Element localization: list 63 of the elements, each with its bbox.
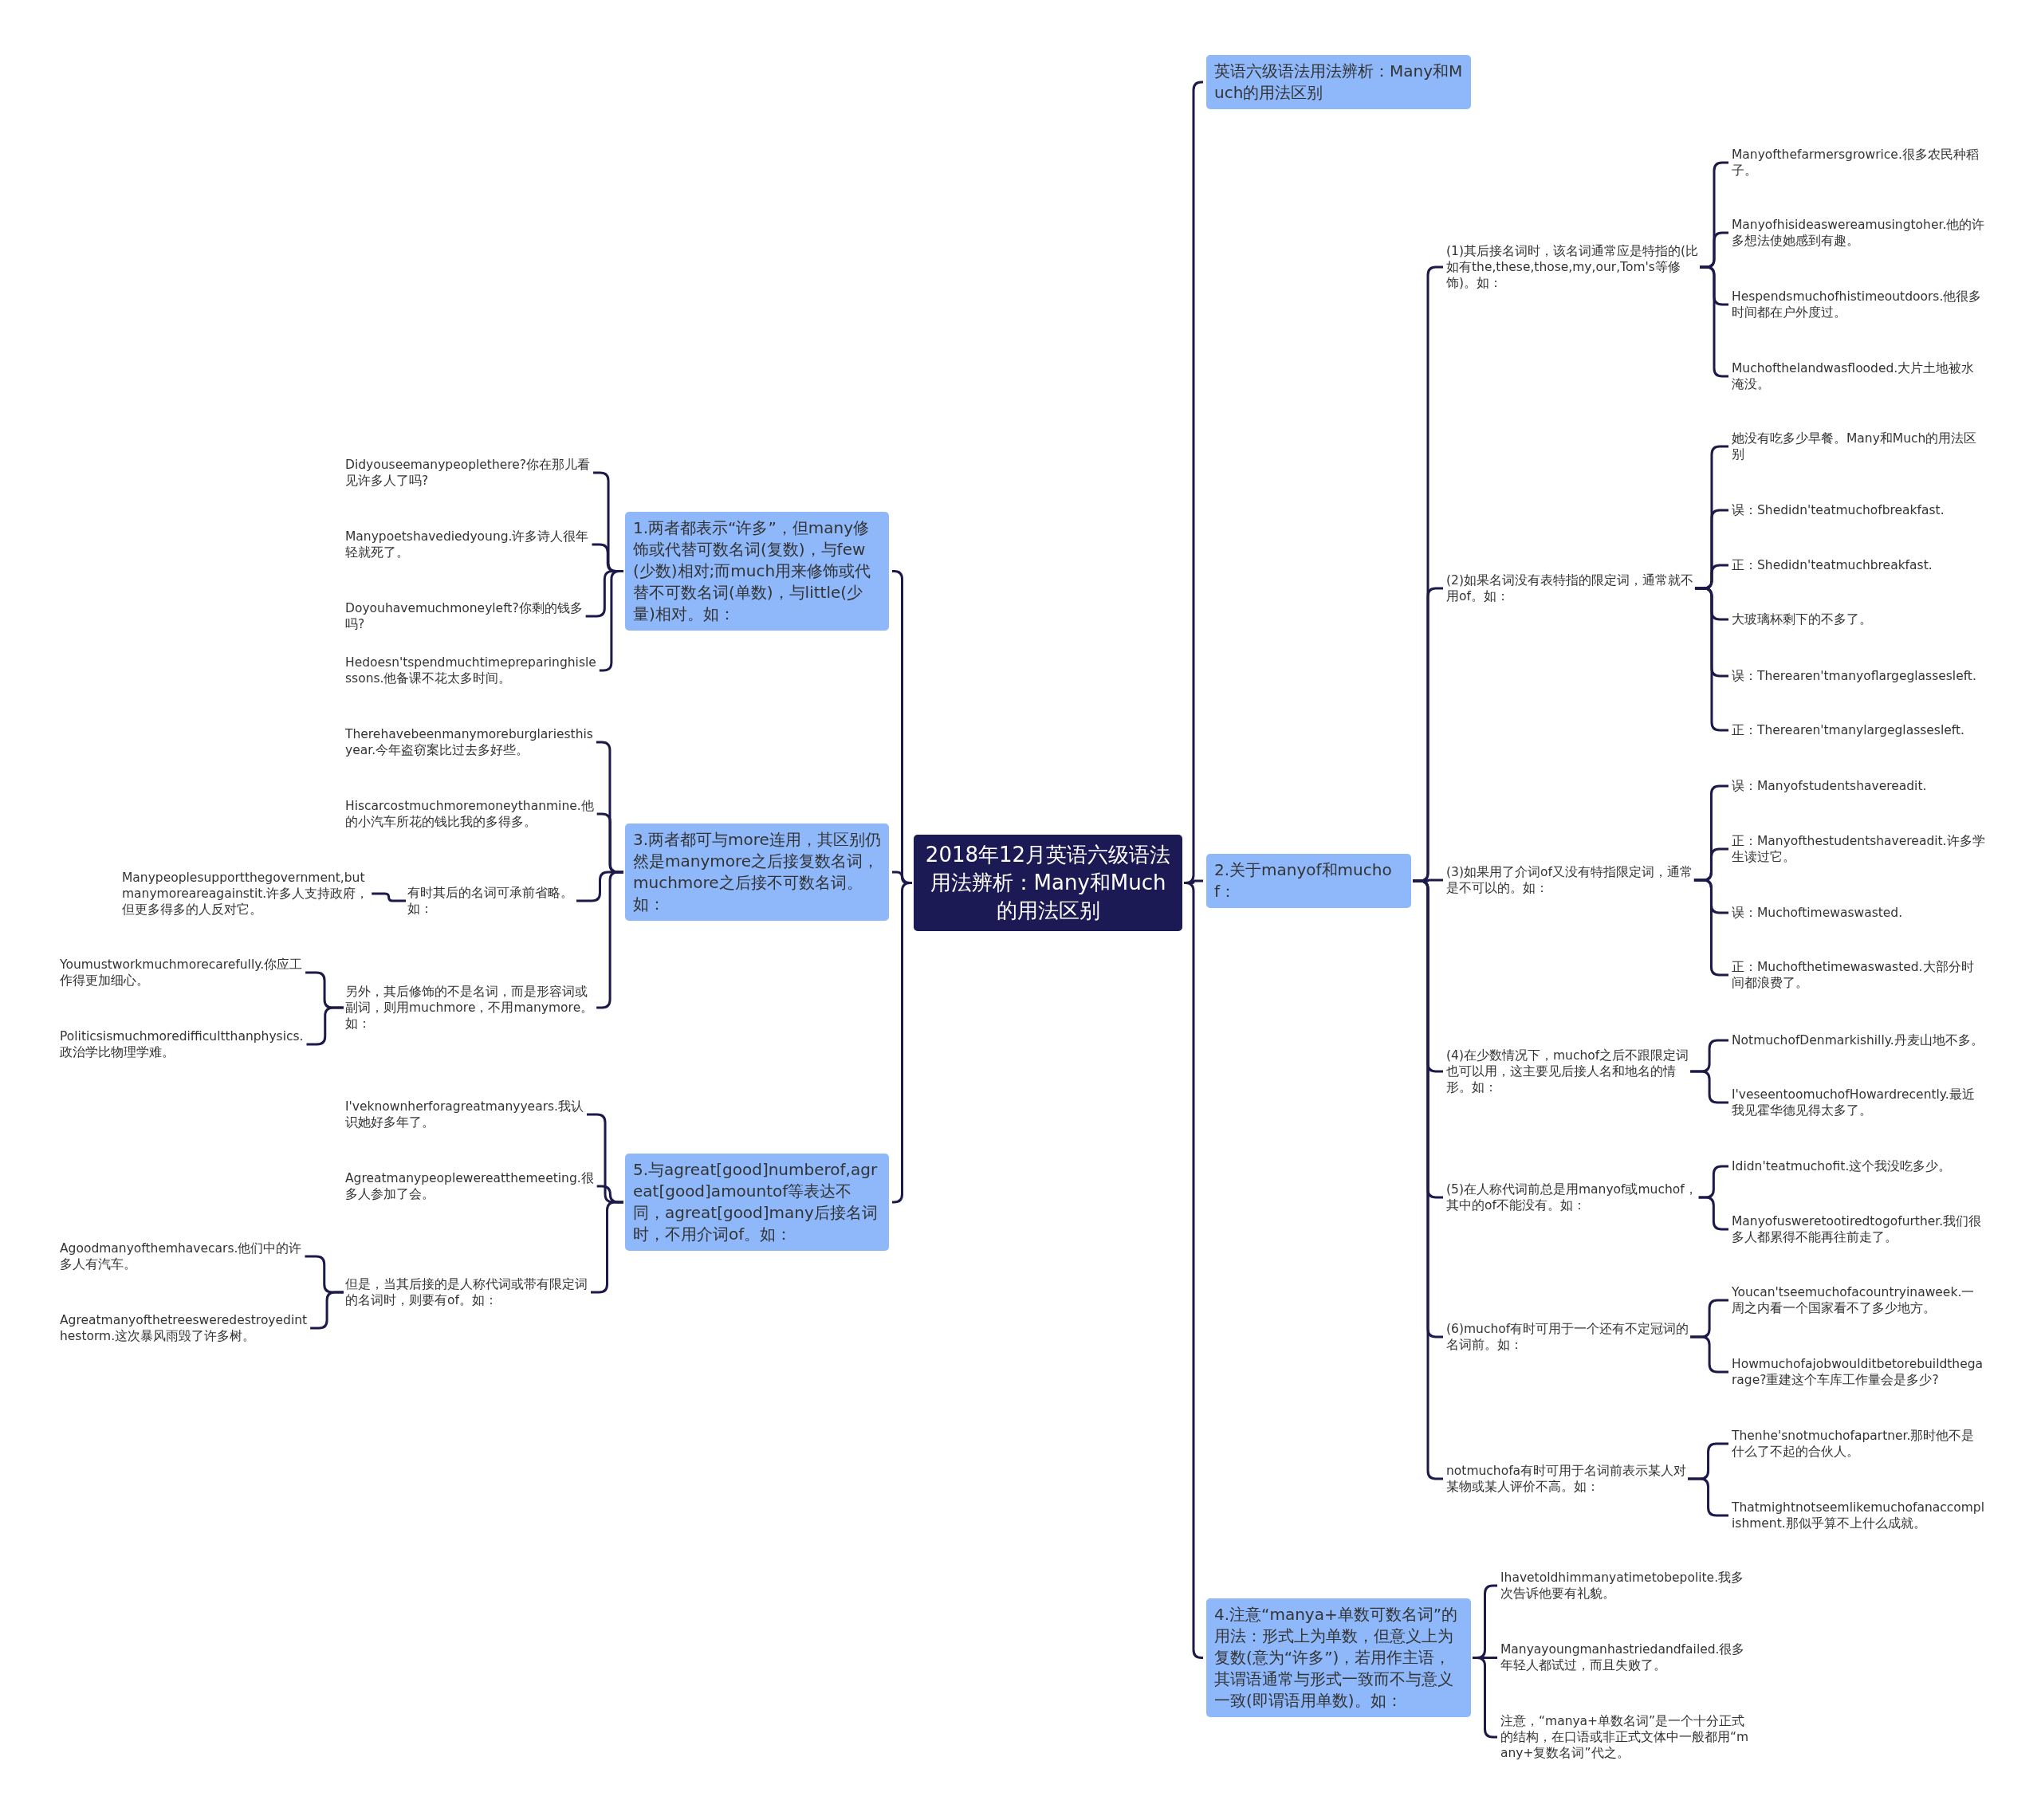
branch-text: Hespendsmuchofhistimeoutdoors.他很多时间都在户外度过。 (1732, 289, 1985, 320)
branch-text: Hedoesn'tspendmuchtimepreparinghislessons.他备课不花太多时间。 (345, 654, 596, 686)
branch-text: Hiscarcostmuchmoremoneythanmine.他的小汽车所花的钱比我的多得多。 (345, 798, 596, 830)
branch-text: Manyofthefarmersgrowrice.很多农民种稻子。 (1732, 147, 1985, 179)
branch-text: NotmuchofDenmarkishilly.丹麦山地不多。 (1732, 1032, 1985, 1048)
topic-box: 2.关于manyof和muchof： (1206, 854, 1411, 908)
branch-text: (4)在少数情况下，muchof之后不跟限定词也可以用，这主要见后接人名和地名的情形。如： (1446, 1048, 1698, 1095)
branch-text: Politicsismuchmoredifficultthanphysics.政治学比物理学难。 (60, 1028, 309, 1060)
branch-text: (6)muchof有时可用于一个还有不定冠词的名词前。如： (1446, 1321, 1698, 1353)
connector-line (1690, 1070, 1728, 1104)
branch-text: 正：Therearen'tmanylargeglassesleft. (1732, 722, 1985, 738)
branch-text: Ihavetoldhimmanyatimetobepolite.我多次告诉他要有礼貌。 (1500, 1570, 1754, 1602)
connector-line (1183, 882, 1204, 1659)
branch-text: Thenhe'snotmuchofapartner.那时他不是什么了不起的合伙人。 (1732, 1428, 1985, 1460)
branch-text: 误：Manyofstudentshavereadit. (1732, 778, 1985, 794)
topic-box: 1.两者都表示“许多”，但many修饰或代替可数名词(复数)，与few(少数)相对;而much用来修饰或代替不可数名词(单数)，与little(少量)相对。如： (625, 512, 889, 631)
topic-box: 3.两者都可与more连用，其区别仍然是manymore之后接复数名词，muchmore之后接不可数名词。如： (625, 824, 889, 921)
branch-text: Didyouseemanypeoplethere?你在那儿看见许多人了吗? (345, 457, 596, 489)
branch-text: 误：Muchoftimewaswasted. (1732, 905, 1985, 921)
branch-text: Manypoetshavediedyoung.许多诗人很年轻就死了。 (345, 529, 596, 560)
connector-line (1688, 1477, 1728, 1517)
branch-text: Agreatmanypeoplewereatthemeeting.很多人参加了会。 (345, 1170, 596, 1202)
branch-text: 另外，其后修饰的不是名词，而是形容词或副词，则用muchmore，不用manymore。如： (345, 984, 596, 1032)
branch-text: (1)其后接名词时，该名词通常应是特指的(比如有the,these,those,my,our,Tom's等修饰)。如： (1446, 243, 1698, 291)
branch-text: 大玻璃杯剩下的不多了。 (1732, 611, 1985, 627)
branch-text: (3)如果用了介词of又没有特指限定词，通常是不可以的。如： (1446, 864, 1698, 896)
branch-text: 误：Shedidn'teatmuchofbreakfast. (1732, 502, 1985, 518)
branch-text: 注意，“manya+单数名词”是一个十分正式的结构，在口语或非正式文体中一般都用“many+复数名词”代之。 (1500, 1713, 1754, 1761)
connector-line (310, 1291, 344, 1330)
branch-text: Manyayoungmanhastriedandfailed.很多年轻人都试过，而且失败了。 (1500, 1641, 1754, 1673)
topic-box: 5.与agreat[good]numberof,agreat[good]amountof等表达不同，agreat[good]many后接名词时，不用介词of。如： (625, 1154, 889, 1251)
branch-text: 正：Muchofthetimewaswasted.大部分时间都浪费了。 (1732, 959, 1985, 991)
branch-text: Ididn'teatmuchofit.这个我没吃多少。 (1732, 1158, 1985, 1174)
branch-text: 正：Shedidn'teatmuchbreakfast. (1732, 557, 1985, 573)
branch-text: 但是，当其后接的是人称代词或带有限定词的名词时，则要有of。如： (345, 1276, 596, 1308)
connector-line (372, 892, 406, 902)
branch-text: Therehavebeenmanymoreburglariesthisyear.今年盗窃案比过去多好些。 (345, 726, 596, 758)
branch-text: 正：Manyofthestudentshavereadit.许多学生读过它。 (1732, 833, 1985, 865)
branch-text: Doyouhavemuchmoneyleft?你剩的钱多吗? (345, 600, 596, 632)
topic-box: 英语六级语法用法辨析：Many和Much的用法区别 (1206, 55, 1471, 109)
branch-text: Muchofthelandwasflooded.大片土地被水淹没。 (1732, 360, 1985, 392)
branch-text: Youmustworkmuchmorecarefully.你应工作得更加细心。 (60, 957, 309, 989)
connector-line (306, 1006, 344, 1046)
branch-text: I'veseentoomuchofHowardrecently.最近我见霍华德见得太多了。 (1732, 1087, 1985, 1118)
connector-line (1690, 1335, 1728, 1374)
topic-box: 4.注意“manya+单数可数名词”的用法：形式上为单数，但意义上为复数(意为“许多”)，若用作主语，其谓语通常与形式一致而不与意义一致(即谓语用单数)。如： (1206, 1598, 1471, 1717)
branch-text: Thatmightnotseemlikemuchofanaccomplishment.那似乎算不上什么成就。 (1732, 1500, 1985, 1531)
branch-text: Agoodmanyofthemhavecars.他们中的许多人有汽车。 (60, 1240, 309, 1272)
branch-text: Manyofhisideaswereamusingtoher.他的许多想法使她感到有趣。 (1732, 217, 1985, 249)
branch-text: Agreatmanyofthetreesweredestroyedinthestorm.这次暴风雨毁了许多树。 (60, 1312, 309, 1344)
branch-text: Howmuchofajobwoulditbetorebuildthegarage?重建这个车库工作量会是多少? (1732, 1356, 1985, 1388)
branch-text: 有时其后的名词可承前省略。如： (407, 885, 596, 917)
branch-text: Youcan'tseemuchofacountryinaweek.一周之内看一个国家看不了多少地方。 (1732, 1284, 1985, 1316)
branch-text: I'veknownherforagreatmanyyears.我认识她好多年了。 (345, 1099, 596, 1130)
branch-text: 她没有吃多少早餐。Many和Much的用法区别 (1732, 430, 1985, 462)
branch-text: Manyofusweretootiredtogofurther.我们很多人都累得不能再往前走了。 (1732, 1213, 1985, 1245)
branch-text: (5)在人称代词前总是用manyof或muchof，其中的of不能没有。如： (1446, 1181, 1698, 1213)
branch-text: notmuchofa有时可用于名词前表示某人对某物或某人评价不高。如： (1446, 1463, 1698, 1495)
branch-text: Manypeoplesupportthegovernment,butmanymoreareagainstit.许多人支持政府，但更多得多的人反对它。 (122, 870, 371, 918)
connector-line (1698, 1196, 1728, 1231)
branch-text: 误：Therearen'tmanyoflargeglassesleft. (1732, 668, 1985, 684)
branch-text: (2)如果名词没有表特指的限定词，通常就不用of。如： (1446, 572, 1698, 604)
central-topic-box: 2018年12月英语六级语法用法辨析：Many和Much的用法区别 (914, 835, 1182, 931)
